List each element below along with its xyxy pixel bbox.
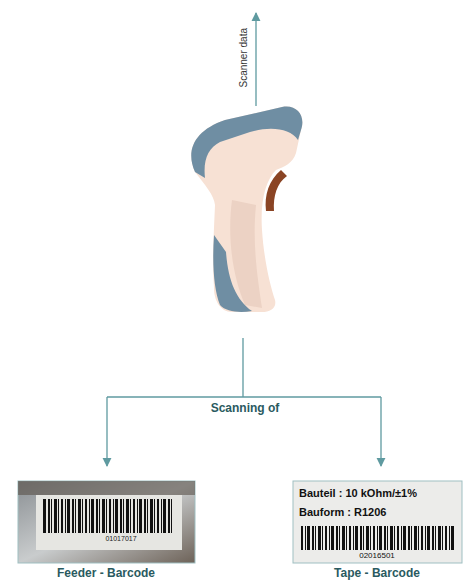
barcode-scanner: [191, 107, 302, 312]
output-label: Scanner data: [238, 28, 250, 88]
feeder-barcode-box: 01017017Feeder - Barcode: [18, 481, 195, 563]
tape-photo: [293, 481, 462, 563]
output-arrow: [255, 13, 256, 106]
barcode-number: 01017017: [105, 535, 136, 543]
feeder-photo: [18, 481, 195, 563]
barcode-number: 02016501: [359, 551, 395, 560]
branch-lines: [107, 338, 381, 466]
branch-label: Scanning of: [209, 402, 282, 416]
caption: Tape - Barcode: [334, 567, 420, 581]
part-form: Bauform : R1206: [299, 506, 386, 519]
caption: Feeder - Barcode: [57, 567, 155, 581]
part-value: Bauteil : 10 kOhm/±1%: [299, 487, 417, 500]
tape-barcode-box: Bauteil : 10 kOhm/±1% Bauform : R1206 0201…: [293, 481, 462, 563]
